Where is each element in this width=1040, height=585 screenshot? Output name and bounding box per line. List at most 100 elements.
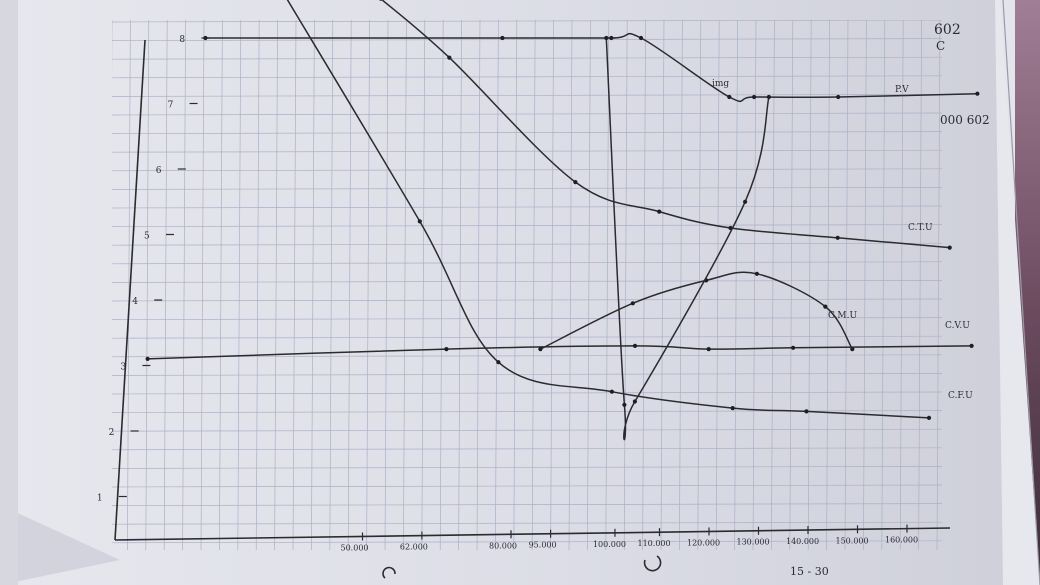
data-point-img <box>622 402 627 407</box>
grid-line <box>112 205 942 209</box>
grid-line <box>807 20 812 550</box>
grid-line <box>826 20 830 550</box>
data-point-img <box>743 199 748 204</box>
margin-note-15-30: 15 - 30 <box>790 565 829 578</box>
grid-line <box>112 20 942 23</box>
grid-line <box>112 56 942 60</box>
grid-line <box>421 20 426 550</box>
data-point-c-v-u <box>969 343 974 348</box>
data-point-c-v-u <box>632 343 638 348</box>
grid-line <box>255 20 260 550</box>
series-label: P.V <box>895 85 909 95</box>
grid-line <box>936 20 941 550</box>
x-tick-label: 150.000 <box>836 536 869 545</box>
grid-line <box>112 298 942 302</box>
grid-line <box>513 20 518 550</box>
grid-line <box>112 317 942 320</box>
grid-line <box>112 447 942 451</box>
grid-line <box>329 20 334 550</box>
data-point-c-m-u <box>823 304 828 309</box>
grid-line <box>112 521 942 525</box>
grid-line <box>403 20 407 550</box>
data-point-p-v <box>203 35 208 41</box>
grid-line <box>439 20 444 550</box>
grid-line <box>366 20 370 550</box>
grid-line <box>237 20 242 550</box>
y-tick-label: 5 <box>144 232 150 242</box>
data-point-c-t-u <box>947 245 952 250</box>
data-point-img <box>632 399 638 404</box>
grid-line <box>899 20 904 550</box>
data-point-c-t-u <box>447 55 452 60</box>
data-point-c-m-u <box>538 347 543 352</box>
y-tick-label: 7 <box>168 101 174 111</box>
grid-line <box>112 149 942 153</box>
grid-line <box>112 466 942 469</box>
grid-line <box>550 20 554 550</box>
data-point-c-f-u <box>609 389 615 394</box>
x-tick-label: 50.000 <box>341 543 369 552</box>
grid-line <box>844 20 849 550</box>
grid-line <box>219 20 223 550</box>
series-line-c-v-u <box>146 345 973 360</box>
grid-line <box>200 20 205 550</box>
series-line-img <box>605 37 770 441</box>
grid-line <box>112 187 942 190</box>
y-tick-label: 6 <box>156 166 162 176</box>
grid-line <box>531 20 536 550</box>
y-tick-label: 1 <box>97 494 103 504</box>
grid-line <box>587 20 591 550</box>
y-tick-label: 4 <box>132 297 138 307</box>
binder-ring-mark <box>643 555 662 572</box>
grid-line <box>623 20 628 550</box>
series-label: img <box>712 79 729 89</box>
grid-line <box>697 20 702 550</box>
grid-line <box>292 20 297 550</box>
x-tick-label: 110.000 <box>638 539 671 548</box>
grid-line <box>918 20 922 550</box>
x-tick-label: 120.000 <box>687 538 720 547</box>
data-point-c-m-u <box>850 347 855 352</box>
grid-line <box>127 20 131 550</box>
x-axis <box>114 527 951 541</box>
grid-line <box>715 20 720 550</box>
margin-note-602: 602 <box>934 22 961 38</box>
y-tick-label: 8 <box>179 35 185 45</box>
x-tick-label: 80.000 <box>489 541 517 550</box>
data-point-img <box>604 35 609 41</box>
data-point-c-v-u <box>791 345 796 350</box>
data-point-c-v-u <box>706 347 711 352</box>
grid-line <box>112 168 942 172</box>
y-tick-label: 3 <box>120 363 126 373</box>
grid-line <box>660 20 665 550</box>
grid-line <box>112 391 942 395</box>
data-point-c-f-u <box>804 409 809 414</box>
data-point-c-f-u <box>926 415 932 420</box>
grid-line <box>734 20 738 550</box>
grid-line <box>112 242 942 246</box>
series-line-p-v <box>204 32 979 103</box>
grid-line <box>112 428 942 432</box>
series-label: C.V.U <box>945 321 970 331</box>
series-label: C.T.U <box>908 223 933 233</box>
data-point-p-v <box>609 35 614 41</box>
margin-note-000-602: 000 602 <box>940 113 990 127</box>
grid-line <box>112 75 942 79</box>
x-tick-label: 160.000 <box>885 536 918 545</box>
grid-line <box>112 335 942 339</box>
data-point-c-t-u <box>379 0 383 1</box>
series-label: C.F.U <box>948 391 973 401</box>
data-point-p-v <box>836 94 841 100</box>
data-point-c-m-u <box>630 301 635 306</box>
x-tick-label: 140.000 <box>786 537 819 546</box>
data-point-c-t-u <box>835 235 840 240</box>
data-point-p-v <box>638 35 644 41</box>
grid-line <box>182 20 186 550</box>
y-tick-label: 2 <box>109 428 115 438</box>
data-point-c-f-u <box>496 360 501 365</box>
data-point-c-f-u <box>417 219 422 224</box>
data-point-p-v <box>975 91 980 96</box>
grid-line <box>145 20 150 550</box>
